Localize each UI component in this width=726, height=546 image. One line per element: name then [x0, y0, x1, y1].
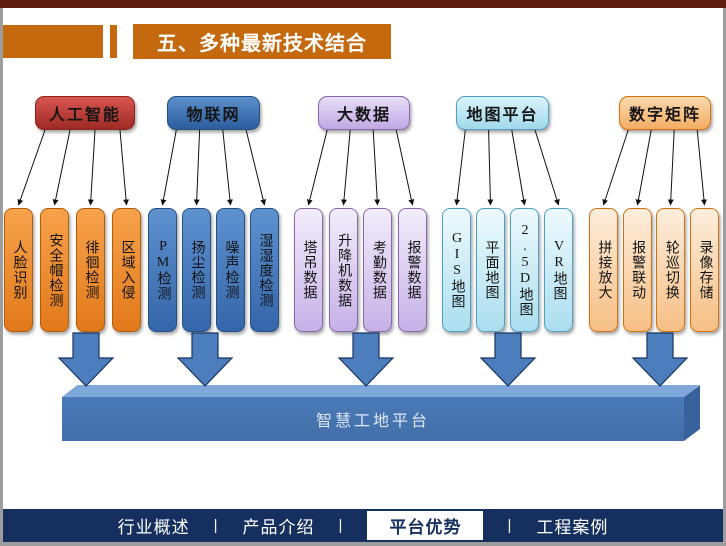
connector-arrow-icon: [487, 129, 494, 206]
connector-arrow-icon: [119, 129, 130, 206]
tech-box-elevator-data: 升降机数据: [328, 208, 358, 332]
connector-arrow-icon: [696, 129, 707, 206]
group-header-map-platform: 地图平台: [456, 96, 549, 130]
child-row-bigdata: 塔吊数据 升降机数据 考勤数据 报警数据: [294, 208, 427, 332]
bottom-navbar: 行业概述 | 产品介绍 | 平台优势 | 工程案例: [3, 509, 723, 542]
big-down-arrow-icon: [631, 332, 689, 387]
slide-edge-bottom: [0, 542, 726, 546]
group-header-iot: 物联网: [167, 96, 260, 130]
tech-box-splice-zoom: 拼接放大: [589, 208, 618, 332]
group-header-ai: 人工智能: [35, 96, 135, 130]
title-accent-block: [3, 25, 103, 58]
tech-box-attendance-data: 考勤数据: [363, 208, 393, 332]
big-down-arrow-icon: [176, 332, 234, 387]
connector-arrow-icon: [160, 129, 177, 206]
tech-box-gis-map: GIS地图: [442, 208, 471, 332]
connector-arrow-icon: [667, 129, 675, 206]
connector-arrow-icon: [306, 129, 328, 206]
tech-box-humidity-detection: 湿湿度检测: [250, 208, 279, 332]
big-down-arrow-icon: [57, 332, 115, 387]
tech-box-crane-data: 塔吊数据: [294, 208, 323, 332]
tech-box-plan-map: 平面地图: [476, 208, 505, 332]
group-header-bigdata: 大数据: [318, 96, 410, 130]
child-row-matrix: 拼接放大 报警联动 轮巡切换 录像存储: [589, 208, 719, 332]
nav-separator: |: [507, 517, 513, 534]
connector-arrow-icon: [511, 129, 527, 206]
child-row-iot: PM检测 扬尘检测 噪声检测 湿湿度检测: [148, 208, 279, 332]
connector-arrow-icon: [395, 129, 415, 206]
tech-box-dust-detection: 扬尘检测: [182, 208, 211, 332]
tech-box-25d-map: 2.5D地图: [510, 208, 539, 332]
slide-edge-right: [723, 8, 726, 546]
child-row-ai: 人脸识别 安全帽检测 徘徊检测 区域入侵: [4, 208, 141, 332]
connector-arrow-icon: [193, 129, 201, 206]
tech-box-pm-detection: PM检测: [148, 208, 177, 332]
nav-item-product-intro[interactable]: 产品介绍: [242, 518, 315, 537]
tech-box-alarm-data: 报警数据: [397, 208, 427, 332]
tech-box-helmet-detection: 安全帽检测: [40, 208, 69, 332]
nav-separator: |: [338, 517, 344, 534]
nav-item-platform-advantages[interactable]: 平台优势: [367, 511, 484, 540]
tech-box-face-recognition: 人脸识别: [4, 208, 33, 332]
connector-arrow-icon: [534, 129, 560, 206]
platform-top-face: [62, 385, 700, 397]
top-accent-strip: [0, 0, 726, 8]
nav-item-project-cases[interactable]: 工程案例: [536, 518, 609, 537]
page-title: 五、多种最新技术结合: [133, 24, 391, 59]
big-down-arrow-icon: [337, 332, 395, 387]
tech-box-loitering-detection: 徘徊检测: [76, 208, 105, 332]
connector-arrow-icon: [52, 129, 71, 206]
child-row-map: GIS地图 平面地图 2.5D地图 VR地图: [442, 208, 573, 332]
platform-bar: 智慧工地平台: [62, 397, 684, 441]
connector-arrow-icon: [17, 129, 46, 206]
connector-arrow-icon: [245, 129, 267, 206]
big-down-arrow-icon: [479, 332, 537, 387]
platform-label: 智慧工地平台: [315, 413, 430, 430]
tech-box-patrol-switch: 轮巡切换: [656, 208, 686, 332]
connector-arrow-icon: [222, 129, 233, 206]
connector-arrow-icon: [635, 129, 652, 206]
tech-box-video-storage: 录像存储: [689, 208, 719, 332]
connector-arrow-icon: [87, 129, 96, 206]
connector-arrow-icon: [602, 129, 629, 206]
slide-edge-left: [0, 8, 3, 546]
tech-box-area-intrusion: 区域入侵: [112, 208, 141, 332]
title-accent-tick: [110, 25, 117, 58]
tech-box-alarm-linkage: 报警联动: [622, 208, 652, 332]
connector-arrow-icon: [454, 129, 466, 206]
connector-arrow-icon: [372, 129, 381, 206]
nav-item-industry-overview[interactable]: 行业概述: [117, 518, 190, 537]
tech-box-noise-detection: 噪声检测: [216, 208, 245, 332]
nav-separator: |: [213, 517, 219, 534]
group-header-digital-matrix: 数字矩阵: [619, 96, 711, 130]
connector-arrow-icon: [341, 129, 351, 206]
tech-box-vr-map: VR地图: [544, 208, 573, 332]
